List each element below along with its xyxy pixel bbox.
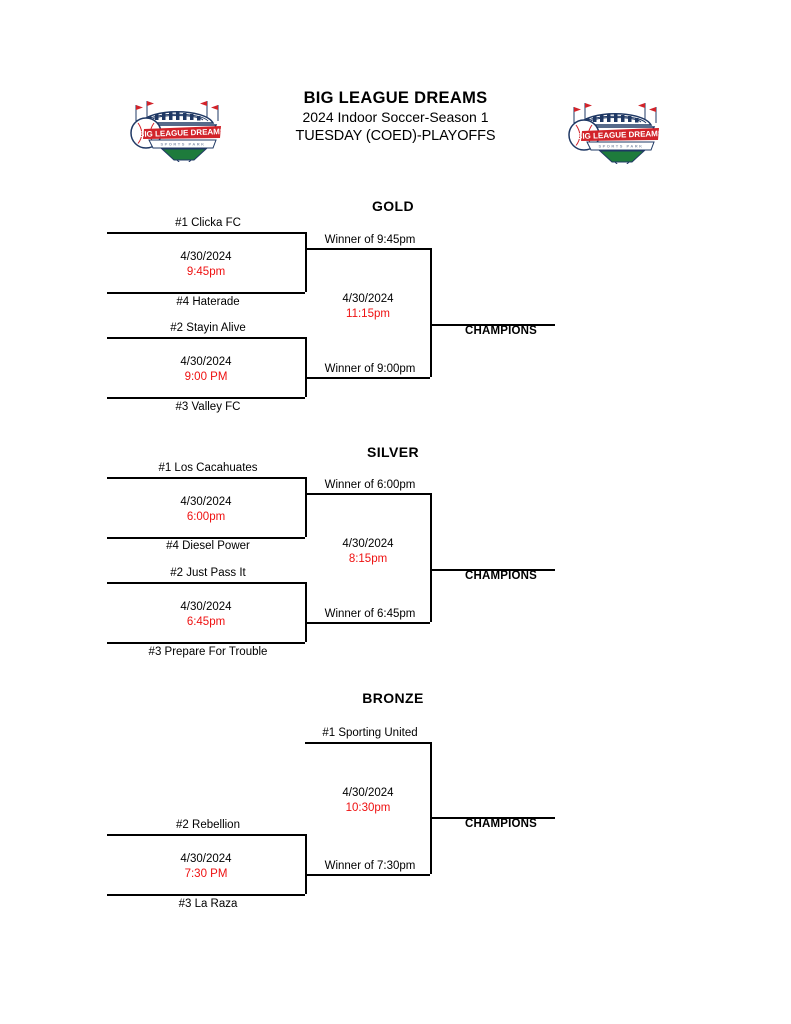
game-info: 4/30/2024 6:45pm — [106, 600, 306, 630]
bracket-line — [430, 493, 432, 622]
bracket-line — [305, 582, 307, 642]
bracket-line — [305, 477, 307, 537]
game-date: 4/30/2024 — [180, 853, 232, 865]
bracket-line — [107, 894, 305, 896]
seed-label: #2 Rebellion — [176, 819, 240, 831]
bracket-line — [305, 337, 307, 397]
game-time: 6:45pm — [186, 616, 226, 628]
bracket-line — [107, 834, 305, 836]
game-info: 4/30/2024 6:00pm — [106, 495, 306, 525]
game-info: 4/30/2024 7:30 PM — [106, 852, 306, 882]
game-info: 4/30/2024 9:45pm — [106, 250, 306, 280]
game-date: 4/30/2024 — [180, 601, 232, 613]
bracket-line — [305, 622, 430, 624]
winner-label: Winner of 6:45pm — [324, 608, 416, 620]
bracket-line — [305, 834, 307, 894]
bracket-line — [305, 232, 307, 292]
winner-label: Winner of 9:45pm — [324, 234, 416, 246]
game-time: 11:15pm — [346, 308, 390, 320]
game-date: 4/30/2024 — [180, 251, 232, 263]
bracket-line — [107, 642, 305, 644]
game-time: 8:15pm — [348, 553, 388, 565]
bracket-line — [107, 337, 305, 339]
game-time: 6:00pm — [186, 511, 226, 523]
champions-line — [430, 324, 555, 326]
game-time: 7:30 PM — [184, 868, 228, 880]
game-date: 4/30/2024 — [342, 787, 394, 799]
game-info: 4/30/2024 8:15pm — [268, 537, 468, 567]
game-date: 4/30/2024 — [180, 496, 232, 508]
bracket-title-silver: SILVER — [367, 444, 419, 460]
event-subtitle: TUESDAY (COED)-PLAYOFFS — [295, 128, 496, 144]
svg-text:SPORTS PARK: SPORTS PARK — [160, 142, 205, 147]
seed-label: #3 La Raza — [178, 898, 238, 910]
winner-label: Winner of 6:00pm — [324, 479, 416, 491]
bracket-line — [107, 537, 305, 539]
season-subtitle: 2024 Indoor Soccer-Season 1 — [302, 109, 489, 125]
bracket-line — [107, 397, 305, 399]
seed-label: #1 Los Cacahuates — [158, 462, 258, 474]
big-league-dreams-logo-right: BIG LEAGUE DREAMS SPORTS PARK — [556, 92, 674, 164]
seed-label: #2 Stayin Alive — [170, 322, 246, 334]
seed-label: #3 Valley FC — [175, 401, 241, 413]
svg-text:BIG LEAGUE DREAMS: BIG LEAGUE DREAMS — [138, 127, 226, 139]
bracket-line — [107, 477, 305, 479]
seed-label: #2 Just Pass It — [170, 567, 246, 579]
seed-label: #4 Haterade — [176, 296, 240, 308]
game-date: 4/30/2024 — [342, 538, 394, 550]
seed-label: #1 Clicka FC — [175, 217, 241, 229]
big-league-dreams-logo-left: BIG LEAGUE DREAMS SPORTS PARK — [118, 90, 236, 162]
seed-label: #4 Diesel Power — [166, 540, 250, 552]
bracket-title-bronze: BRONZE — [362, 690, 424, 706]
winner-label: Winner of 7:30pm — [324, 860, 416, 872]
org-title: BIG LEAGUE DREAMS — [303, 89, 488, 107]
game-date: 4/30/2024 — [180, 356, 232, 368]
game-info: 4/30/2024 11:15pm — [268, 292, 468, 322]
game-date: 4/30/2024 — [342, 293, 394, 305]
winner-label: Winner of 9:00pm — [324, 363, 416, 375]
svg-text:SPORTS PARK: SPORTS PARK — [598, 144, 643, 149]
champions-label: CHAMPIONS — [464, 818, 538, 830]
bracket-line — [305, 248, 430, 250]
bracket-gold: GOLD #1 Clicka FC #4 Haterade #2 Stayin … — [0, 0, 791, 420]
game-time: 9:00 PM — [184, 371, 228, 383]
bracket-line — [305, 874, 430, 876]
game-time: 9:45pm — [186, 266, 226, 278]
champions-line — [430, 569, 555, 571]
bracket-line — [430, 248, 432, 377]
bracket-line — [305, 742, 430, 744]
game-time: 10:30pm — [345, 802, 391, 814]
bracket-line — [430, 742, 432, 874]
document-header: BIG LEAGUE DREAMS 2024 Indoor Soccer-Sea… — [0, 88, 791, 146]
champions-label: CHAMPIONS — [464, 325, 538, 337]
bracket-bronze: BRONZE #1 Sporting United #2 Rebellion #… — [0, 0, 791, 910]
bracket-line — [305, 493, 430, 495]
bracket-silver: SILVER #1 Los Cacahuates #4 Diesel Power… — [0, 0, 791, 658]
svg-text:BIG LEAGUE DREAMS: BIG LEAGUE DREAMS — [576, 129, 664, 141]
bracket-line — [107, 232, 305, 234]
bracket-line — [107, 582, 305, 584]
seed-label: #3 Prepare For Trouble — [148, 646, 268, 658]
game-info: 4/30/2024 10:30pm — [268, 786, 468, 816]
champions-line — [430, 817, 555, 819]
bracket-line — [305, 377, 430, 379]
game-info: 4/30/2024 9:00 PM — [106, 355, 306, 385]
bracket-title-gold: GOLD — [371, 198, 415, 214]
bracket-line — [107, 292, 305, 294]
champions-label: CHAMPIONS — [464, 570, 538, 582]
seed-label: #1 Sporting United — [322, 727, 418, 739]
